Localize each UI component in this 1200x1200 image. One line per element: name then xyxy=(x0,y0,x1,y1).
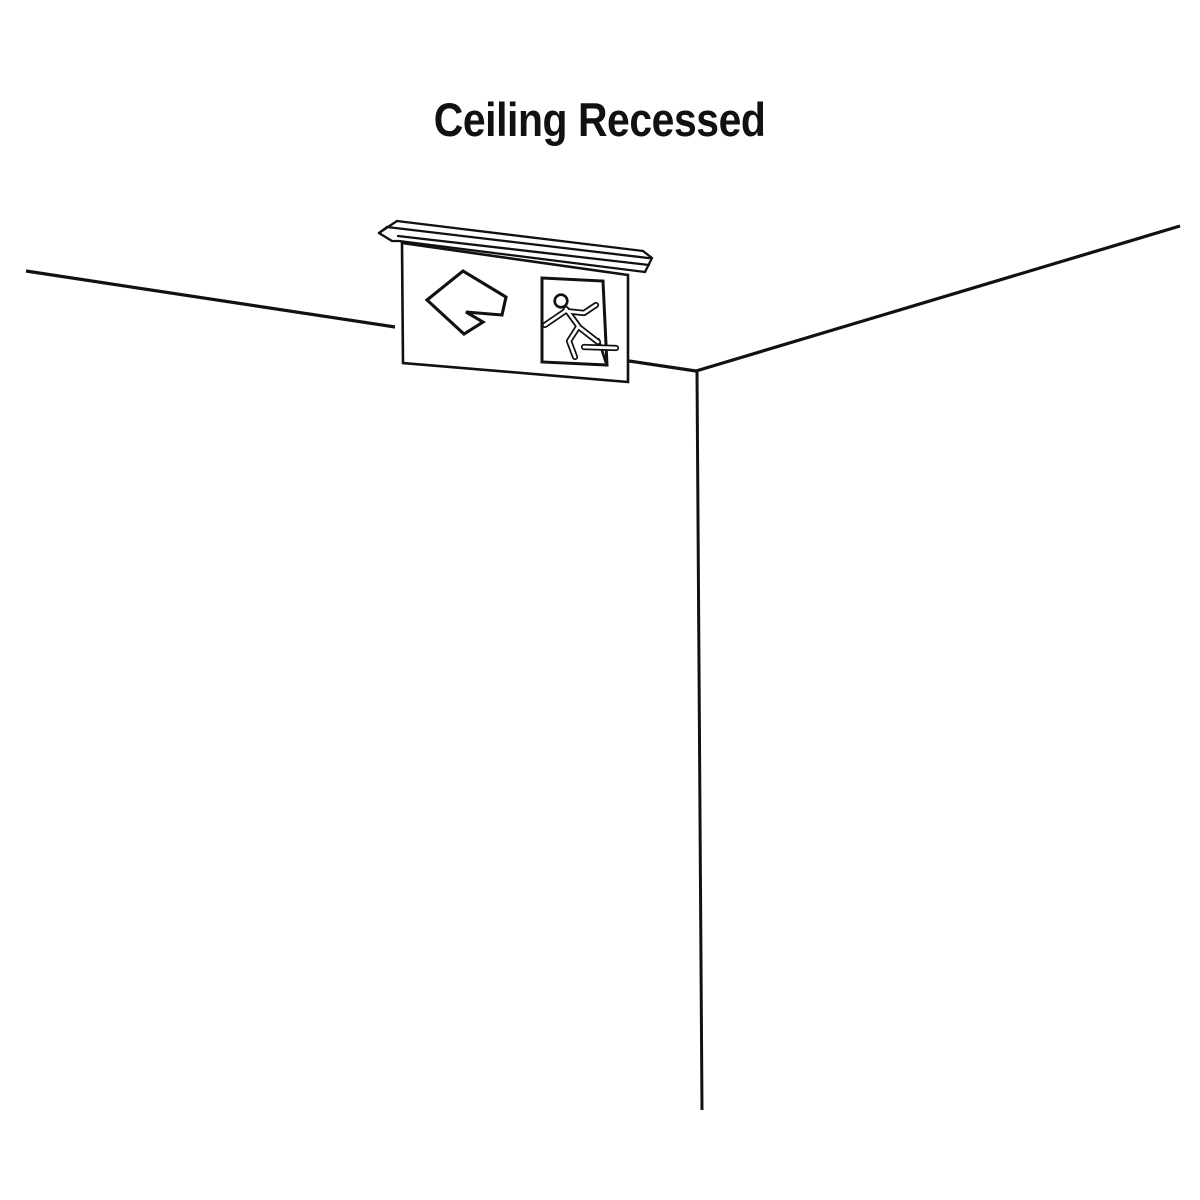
ceiling-edge-middle xyxy=(628,359,697,373)
left-arrow-icon xyxy=(424,269,508,336)
ceiling-edge-left xyxy=(25,269,396,329)
running-man-doorway-icon xyxy=(540,276,620,367)
running-man-head xyxy=(553,293,569,309)
wall-corner-vertical xyxy=(695,370,704,1111)
trim-left-cap-inner xyxy=(377,225,389,235)
ceiling-trim xyxy=(377,219,654,274)
page-title: Ceiling Recessed xyxy=(0,92,1200,147)
ceiling-edge-right xyxy=(695,224,1181,373)
running-man-core xyxy=(543,303,618,359)
exit-sign xyxy=(400,241,630,384)
room-corner-lines xyxy=(25,224,1181,1111)
trim-step-edge xyxy=(396,234,651,267)
title-text: Ceiling Recessed xyxy=(434,93,766,146)
trim-lip-edge xyxy=(385,225,650,260)
trim-bottom-edge xyxy=(397,239,647,274)
trim-right-cap xyxy=(641,249,654,274)
trim-top-edge xyxy=(395,219,645,253)
